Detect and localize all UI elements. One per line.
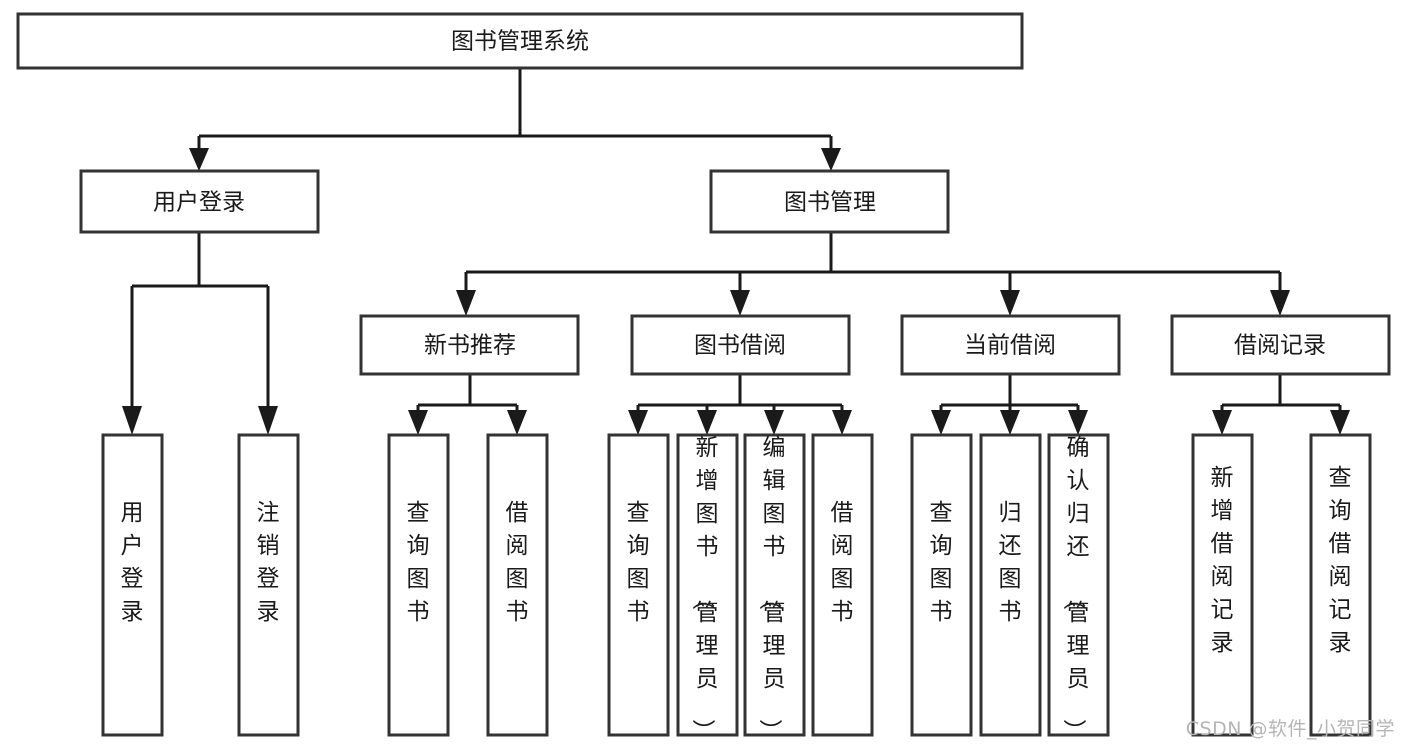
leaf-record-query-record[interactable]: 查询借阅记录 [1309,433,1372,737]
leaf-user-login-login-label: 用户登录 [121,500,144,625]
leaf-current-query-book-label: 查询图书 [930,500,953,625]
leaf-user-login-logout-box[interactable] [237,433,300,737]
leaf-borrow-borrow-book-label: 借阅图书 [831,500,854,625]
leaf-recommend-query-book[interactable]: 查询图书 [387,433,450,737]
node-book-borrow-box[interactable] [630,314,851,376]
node-book-management[interactable]: 图书管理 [709,169,950,234]
node-new-book-recommend[interactable]: 新书推荐 [359,314,580,376]
arrow-recommend-leaf-1 [408,410,428,435]
node-book-management-label: 图书管理 [784,190,876,216]
leaf-borrow-query-book-label: 查询图书 [627,500,650,625]
leaf-current-confirm-return-label: 确认归还（管理员） [1061,435,1090,742]
node-book-borrow[interactable]: 图书借阅 [630,314,851,376]
node-user-login[interactable]: 用户登录 [79,169,320,234]
leaf-borrow-edit-book-label: 编辑图书（管理员） [757,435,786,742]
leaf-user-login-logout-label: 注销登录 [257,500,280,625]
leaf-record-add-record[interactable]: 新增借阅记录 [1191,433,1254,737]
leaf-recommend-borrow-book[interactable]: 借阅图书 [486,433,549,737]
arrow-current-borrow [1000,290,1020,316]
arrow-book-mgmt [821,148,841,171]
leaf-record-query-record-box[interactable] [1309,433,1372,737]
arrow-borrow-leaf-2 [697,410,717,435]
arrow-current-leaf-3 [1068,410,1088,435]
leaf-borrow-edit-book-box[interactable] [743,433,806,737]
leaf-borrow-borrow-book[interactable]: 借阅图书 [811,433,874,737]
leaf-current-return-book-label: 归还图书 [999,500,1022,625]
leaf-current-confirm-return-box[interactable] [1047,433,1110,737]
leaf-current-query-book-box[interactable] [910,433,973,737]
node-current-borrow-box[interactable] [900,314,1121,376]
leaf-borrow-add-book[interactable]: 新增图书（管理员） [676,433,739,742]
arrow-book-borrow [730,290,750,316]
leaf-recommend-borrow-book-box[interactable] [486,433,549,737]
leaf-user-login-login-box[interactable] [101,433,164,737]
leaf-current-return-book[interactable]: 归还图书 [979,433,1042,737]
node-borrow-record[interactable]: 借阅记录 [1170,314,1391,376]
leaf-borrow-query-book-box[interactable] [607,433,670,737]
leaf-recommend-query-book-box[interactable] [387,433,450,737]
node-root-box[interactable] [16,12,1024,70]
connectors-layer [122,68,1350,435]
leaf-user-login-login[interactable]: 用户登录 [101,433,164,737]
leaf-record-add-record-box[interactable] [1191,433,1254,737]
node-root-system[interactable]: 图书管理系统 [16,12,1024,70]
node-new-book-recommend-box[interactable] [359,314,580,376]
node-current-borrow-label: 当前借阅 [964,333,1056,359]
watermark-credit: CSDN @软件_小贺同学 [1185,718,1395,740]
node-book-borrow-label: 图书借阅 [694,333,786,359]
node-current-borrow[interactable]: 当前借阅 [900,314,1121,376]
leaf-borrow-borrow-book-box[interactable] [811,433,874,737]
leaf-record-add-record-label: 新增借阅记录 [1211,465,1234,656]
arrow-leaf-user-login [122,406,142,435]
arrow-record-leaf-1 [1212,410,1232,435]
leaf-borrow-add-book-label: 新增图书（管理员） [690,435,719,742]
leaf-current-query-book[interactable]: 查询图书 [910,433,973,737]
arrow-borrow-leaf-4 [832,410,852,435]
arrow-new-book-recommend [456,290,476,316]
node-borrow-record-box[interactable] [1170,314,1391,376]
node-root-label: 图书管理系统 [451,29,589,55]
arrow-record-leaf-2 [1330,410,1350,435]
node-borrow-record-label: 借阅记录 [1234,333,1326,359]
leaf-borrow-edit-book[interactable]: 编辑图书（管理员） [743,433,806,742]
leaf-current-return-book-box[interactable] [979,433,1042,737]
leaf-borrow-add-book-box[interactable] [676,433,739,737]
arrow-borrow-leaf-1 [628,410,648,435]
node-book-management-box[interactable] [709,169,950,234]
leaf-borrow-query-book[interactable]: 查询图书 [607,433,670,737]
arrow-current-leaf-2 [1000,410,1020,435]
arrow-borrow-leaf-3 [764,410,784,435]
leaf-recommend-borrow-book-label: 借阅图书 [506,500,529,625]
leaf-user-login-logout[interactable]: 注销登录 [237,433,300,737]
node-new-book-recommend-label: 新书推荐 [424,333,516,359]
arrow-current-leaf-1 [931,410,951,435]
arrow-leaf-logout [258,406,278,435]
arrow-recommend-leaf-2 [507,410,527,435]
node-user-login-label: 用户登录 [153,190,245,216]
arrow-user-login [189,148,209,171]
arrow-borrow-record [1270,290,1290,316]
leaf-current-confirm-return[interactable]: 确认归还（管理员） [1047,433,1110,742]
node-user-login-box[interactable] [79,169,320,234]
leaf-recommend-query-book-label: 查询图书 [407,500,430,625]
leaf-record-query-record-label: 查询借阅记录 [1329,465,1352,656]
